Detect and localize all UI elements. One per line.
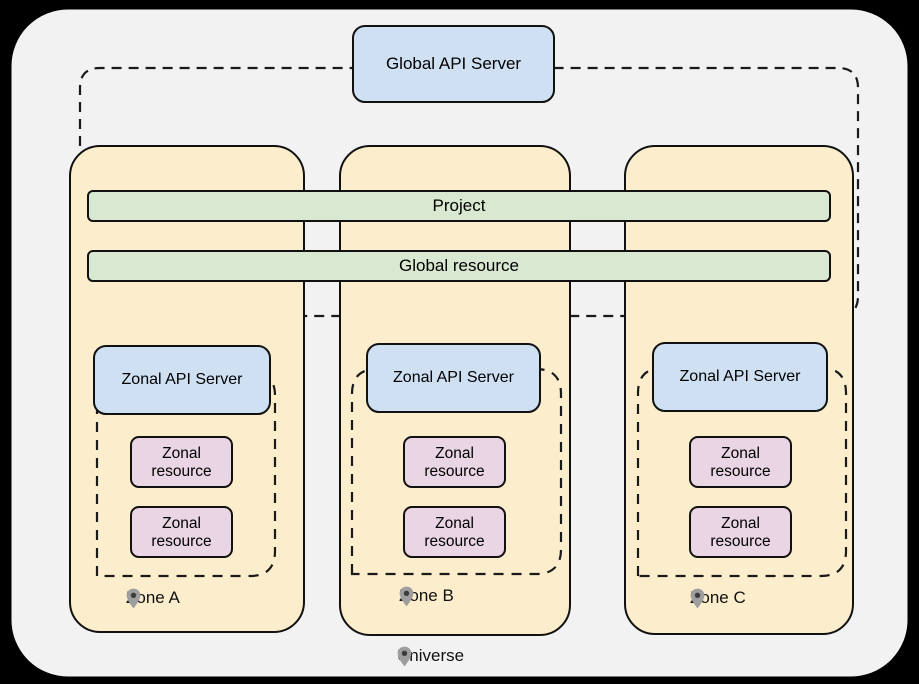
zone-b-resource-1-box[interactable] bbox=[403, 436, 506, 488]
map-pin-icon bbox=[397, 646, 412, 667]
project-bar[interactable] bbox=[87, 190, 831, 222]
map-pin-icon bbox=[126, 588, 141, 609]
map-pin-icon bbox=[399, 586, 414, 607]
universe-tag[interactable]: Universe bbox=[397, 646, 465, 667]
zone-a-tag[interactable]: Zone A bbox=[126, 588, 180, 609]
zone-b-tag[interactable]: Zone B bbox=[399, 586, 454, 607]
universe-label: Universe bbox=[397, 646, 465, 665]
zone-c-resource-2-box[interactable] bbox=[689, 506, 792, 558]
zone-a-api-server-box[interactable] bbox=[93, 345, 271, 415]
zone-c-dashed-boundary bbox=[636, 366, 848, 578]
zone-c-api-server-box[interactable] bbox=[652, 342, 828, 412]
zone-a-resource-1-box[interactable] bbox=[130, 436, 233, 488]
zone-c-tag[interactable]: Zone C bbox=[690, 588, 746, 609]
global-api-server-box[interactable] bbox=[352, 25, 555, 103]
zone-b-dashed-boundary bbox=[350, 367, 563, 576]
zone-b-resource-2-box[interactable] bbox=[403, 506, 506, 558]
map-pin-icon bbox=[690, 588, 705, 609]
global-scope-dashed-boundary bbox=[78, 66, 860, 318]
zone-c-label: Zone C bbox=[690, 588, 746, 607]
global-resource-bar[interactable] bbox=[87, 250, 831, 282]
zone-c-resource-1-box[interactable] bbox=[689, 436, 792, 488]
zone-a-resource-2-box[interactable] bbox=[130, 506, 233, 558]
zone-b-api-server-box[interactable] bbox=[366, 343, 541, 413]
